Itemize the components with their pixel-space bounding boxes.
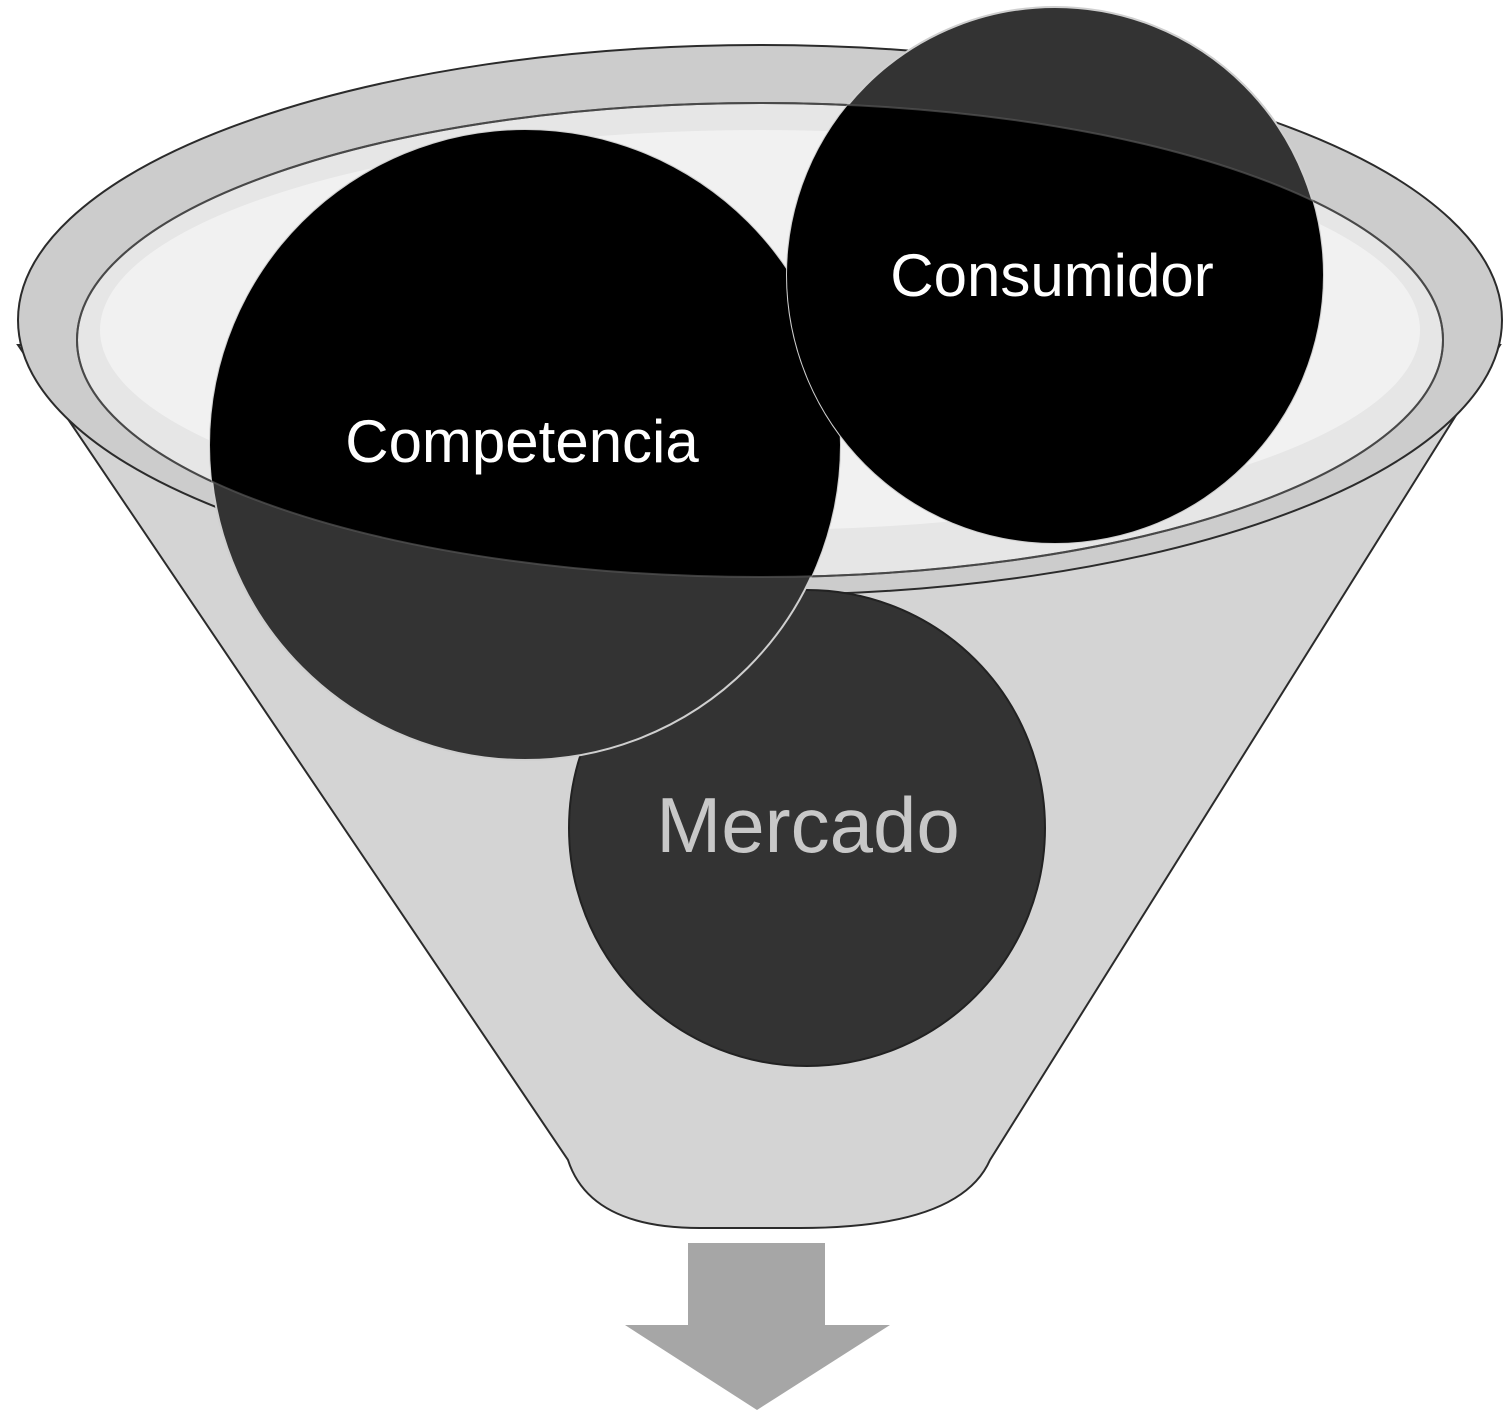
- mercado-label: Mercado: [656, 781, 959, 869]
- competencia-circle: [209, 129, 841, 761]
- consumidor-label: Consumidor: [890, 242, 1213, 309]
- consumidor-circle: [786, 6, 1324, 544]
- arrow-down-icon: [625, 1243, 890, 1410]
- competencia-label: Competencia: [345, 408, 699, 475]
- funnel-opening-edge: [76, 102, 1444, 578]
